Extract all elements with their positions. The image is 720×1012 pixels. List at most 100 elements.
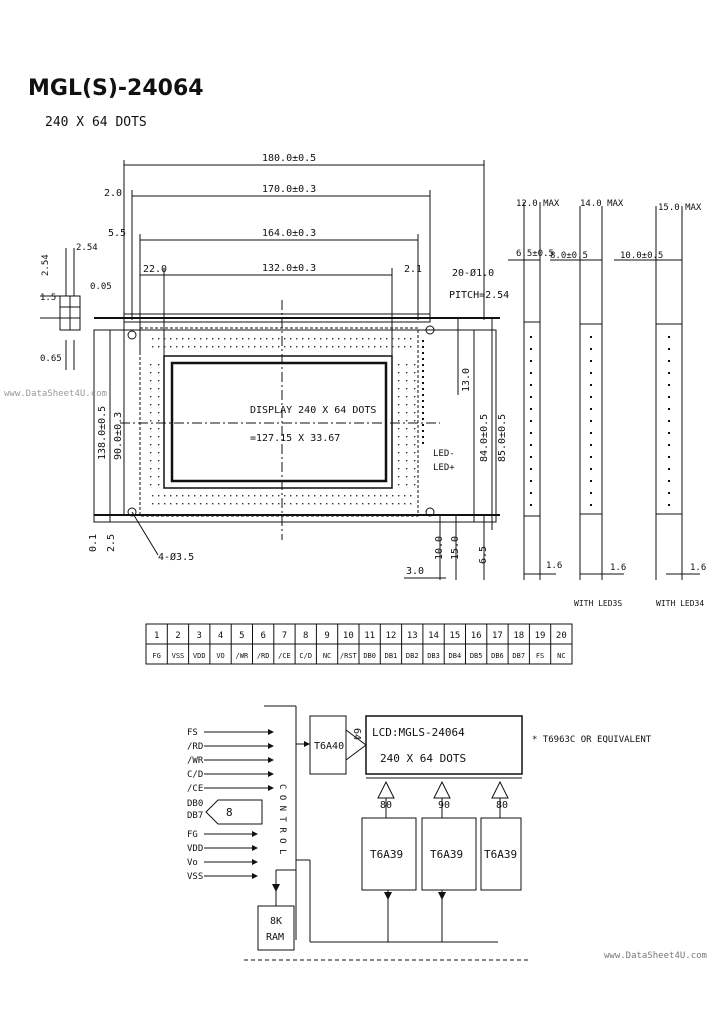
side-views: [508, 202, 700, 580]
pcb-dot: [414, 436, 416, 438]
pcb-dot: [398, 412, 400, 414]
pcb-dot: [152, 338, 154, 340]
pcb-dot: [150, 420, 152, 422]
pcb-dot: [266, 495, 268, 497]
pcb-dot: [290, 495, 292, 497]
pcb-dot: [170, 346, 172, 348]
with-led4-label: WITH LED34: [656, 599, 704, 608]
pcb-dot: [152, 495, 154, 497]
pcb-dot: [308, 338, 310, 340]
pcb-dot: [284, 495, 286, 497]
pcb-dot: [406, 388, 408, 390]
pcb-dot: [398, 495, 400, 497]
pcb-dot: [302, 346, 304, 348]
pin-pad: [422, 382, 424, 384]
pcb-dot: [398, 476, 400, 478]
control-input-label: /WR: [187, 756, 204, 766]
pcb-dot: [406, 412, 408, 414]
dim-width-164: 164.0±0.3: [262, 228, 316, 239]
driver-bus-1: 80: [380, 800, 392, 811]
pin-signal-name: /WR: [236, 652, 249, 660]
side-pin: [668, 420, 670, 422]
pin-pad: [422, 352, 424, 354]
pcb-dot: [194, 495, 196, 497]
pcb-dot: [338, 338, 340, 340]
pcb-dot: [164, 338, 166, 340]
module-outline: [93, 300, 500, 540]
dim-2-1: 2.1: [404, 264, 422, 275]
pcb-dot: [236, 503, 238, 505]
pcb-dot: [320, 495, 322, 497]
pin-pad: [422, 388, 424, 390]
side-pin: [668, 444, 670, 446]
pcb-dot: [414, 388, 416, 390]
pin-signal-name: /RST: [340, 652, 358, 660]
pcb-dot: [254, 495, 256, 497]
side-pin: [530, 444, 532, 446]
pcb-dot: [266, 338, 268, 340]
pcb-dot: [150, 372, 152, 374]
bus-64-label: 64: [351, 728, 362, 740]
pin-number: 2: [175, 631, 180, 641]
pcb-dot: [242, 503, 244, 505]
pcb-dot: [158, 495, 160, 497]
pcb-dot: [284, 503, 286, 505]
pcb-dot: [374, 346, 376, 348]
pin-detail: [40, 248, 81, 370]
side-pin: [590, 444, 592, 446]
pcb-dot: [182, 495, 184, 497]
pcb-dot: [188, 346, 190, 348]
pin-number: 20: [556, 631, 567, 641]
pcb-dot: [414, 444, 416, 446]
pin-number: 9: [324, 631, 329, 641]
pcb-dot: [272, 338, 274, 340]
pcb-dot: [200, 346, 202, 348]
pcb-dot: [218, 346, 220, 348]
with-led3-label: WITH LED3S: [574, 599, 622, 608]
dim-0-05: 0.05: [90, 282, 112, 292]
pcb-dot: [150, 484, 152, 486]
pcb-dot: [392, 346, 394, 348]
dim-84-0: 84.0±0.5: [479, 414, 490, 462]
pcb-dot: [406, 404, 408, 406]
pcb-dot: [362, 495, 364, 497]
pin-number: 6: [260, 631, 265, 641]
pcb-dot: [326, 495, 328, 497]
pin-signal-name: DB7: [512, 652, 525, 660]
pcb-dot: [230, 503, 232, 505]
pcb-dot: [398, 396, 400, 398]
top-dimensions: [123, 160, 485, 360]
pcb-dot: [272, 495, 274, 497]
pcb-dot: [266, 503, 268, 505]
pin-number: 4: [218, 631, 223, 641]
pcb-dot: [254, 338, 256, 340]
pcb-dot: [158, 372, 160, 374]
pin-signal-name: FS: [536, 652, 544, 660]
pcb-dot: [380, 503, 382, 505]
pin-signal-name: DB3: [427, 652, 440, 660]
dim-mount-holes: 4-Ø3.5: [158, 551, 194, 563]
pcb-dot: [212, 338, 214, 340]
pcb-dot: [386, 346, 388, 348]
driver-3-label: T6A39: [484, 848, 517, 861]
pcb-dot: [398, 346, 400, 348]
side-1-6-a: 1.6: [546, 561, 562, 571]
pin-pad: [422, 364, 424, 366]
pcb-dot: [350, 503, 352, 505]
pin-pad: [422, 346, 424, 348]
driver-bus-3: 80: [496, 800, 508, 811]
dim-5-5: 5.5: [108, 228, 126, 239]
pcb-dot: [170, 495, 172, 497]
pin-signal-name: DB0: [363, 652, 376, 660]
pcb-dot: [406, 452, 408, 454]
control-input-label: C/D: [187, 770, 203, 780]
pcb-dot: [338, 503, 340, 505]
pcb-dot: [398, 380, 400, 382]
ram-label: RAM: [266, 932, 284, 943]
pcb-dot: [194, 503, 196, 505]
dim-width-180: 180.0±0.5: [262, 153, 316, 164]
dim-85-0: 85.0±0.5: [497, 414, 508, 462]
pcb-dot: [236, 338, 238, 340]
pcb-dot: [242, 338, 244, 340]
pcb-dot: [344, 503, 346, 505]
